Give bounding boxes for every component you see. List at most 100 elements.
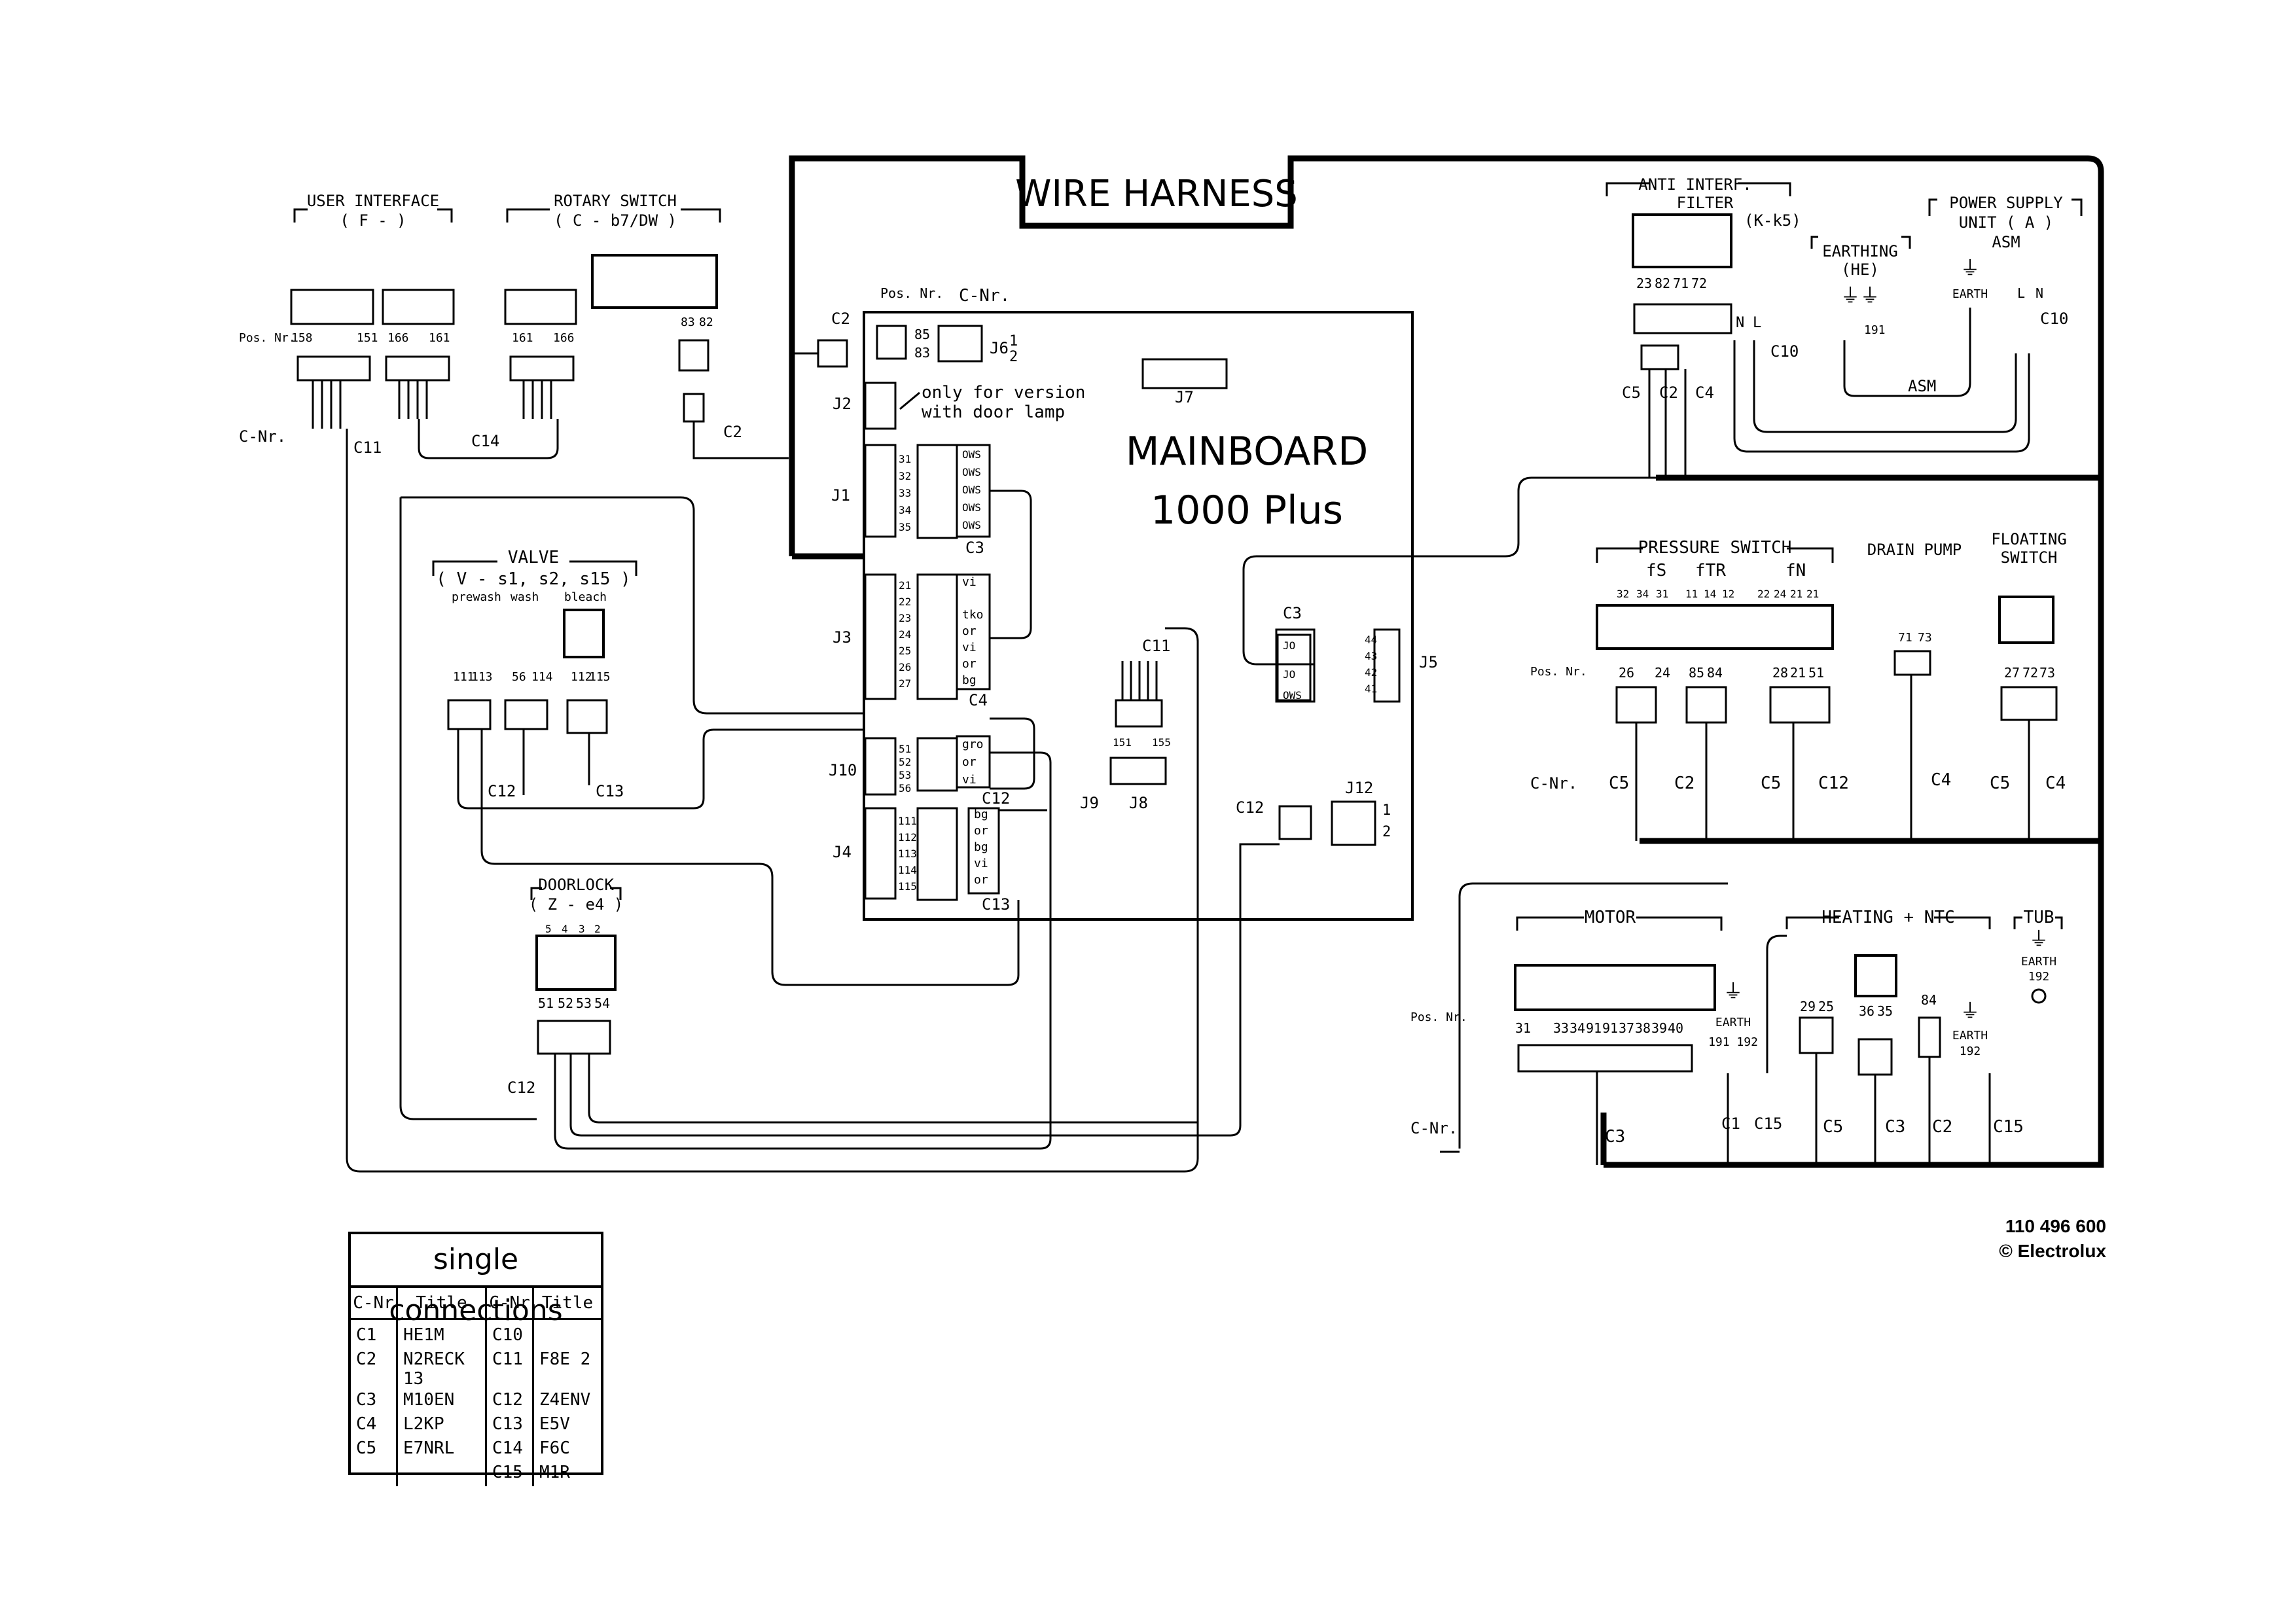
svg-text:SWITCH: SWITCH bbox=[2001, 548, 2058, 567]
mainboard-name: MAINBOARD bbox=[1126, 429, 1369, 474]
svg-text:42: 42 bbox=[1365, 666, 1377, 679]
svg-text:(K-k5): (K-k5) bbox=[1744, 211, 1801, 230]
svg-text:53: 53 bbox=[899, 769, 911, 781]
svg-text:vi: vi bbox=[962, 575, 977, 589]
svg-text:27: 27 bbox=[2004, 665, 2020, 681]
svg-text:4: 4 bbox=[562, 923, 568, 935]
pos-nr-label-board: Pos. Nr. bbox=[880, 285, 943, 301]
svg-text:or: or bbox=[962, 657, 977, 671]
c2-connector-board bbox=[817, 339, 848, 368]
c-nr-label-left: C-Nr. bbox=[239, 427, 286, 446]
svg-text:USER INTERFACE: USER INTERFACE bbox=[307, 192, 439, 210]
svg-text:72: 72 bbox=[1691, 276, 1707, 291]
svg-text:33: 33 bbox=[1553, 1020, 1569, 1036]
svg-text:C12: C12 bbox=[488, 782, 516, 800]
svg-text:HEATING + NTC: HEATING + NTC bbox=[1821, 908, 1955, 927]
svg-text:34: 34 bbox=[899, 504, 911, 516]
svg-text:C4: C4 bbox=[1931, 770, 1951, 790]
svg-text:32: 32 bbox=[1617, 588, 1629, 600]
svg-text:DRAIN PUMP: DRAIN PUMP bbox=[1867, 541, 1962, 559]
svg-text:C3: C3 bbox=[965, 539, 984, 557]
svg-text:151: 151 bbox=[357, 331, 378, 345]
svg-text:J6: J6 bbox=[990, 339, 1009, 357]
brand-label: © Electrolux bbox=[1999, 1241, 2106, 1261]
svg-text:EARTH: EARTH bbox=[1952, 1029, 1988, 1043]
table-row: C5 E7NRL C14 F6C bbox=[351, 1438, 601, 1462]
svg-text:2: 2 bbox=[1009, 349, 1018, 365]
svg-text:J8: J8 bbox=[1129, 794, 1148, 812]
svg-text:C10: C10 bbox=[2040, 310, 2068, 328]
svg-text:ROTARY SWITCH: ROTARY SWITCH bbox=[554, 192, 677, 210]
connector-j7: J7 bbox=[1141, 358, 1228, 406]
svg-text:44: 44 bbox=[1365, 633, 1377, 646]
svg-text:22: 22 bbox=[1757, 588, 1770, 600]
svg-text:OWS: OWS bbox=[962, 501, 981, 514]
svg-text:43: 43 bbox=[1365, 650, 1377, 662]
svg-text:J3: J3 bbox=[833, 628, 852, 647]
svg-text:115: 115 bbox=[589, 670, 611, 684]
svg-text:C1: C1 bbox=[1721, 1115, 1740, 1133]
svg-text:C13: C13 bbox=[982, 895, 1010, 914]
svg-text:(HE): (HE) bbox=[1841, 260, 1879, 279]
svg-text:23: 23 bbox=[899, 612, 911, 624]
svg-text:C11: C11 bbox=[1142, 637, 1170, 655]
legend-title: single connections bbox=[351, 1234, 601, 1327]
svg-text:158: 158 bbox=[291, 331, 313, 345]
svg-text:fN: fN bbox=[1785, 561, 1806, 580]
svg-text:or: or bbox=[962, 624, 977, 638]
svg-text:85: 85 bbox=[1689, 665, 1704, 681]
legend-header-title: Title bbox=[533, 1288, 601, 1320]
svg-text:192: 192 bbox=[1960, 1044, 1981, 1058]
svg-text:bg: bg bbox=[974, 840, 988, 854]
svg-text:82: 82 bbox=[1655, 276, 1670, 291]
connector-j10: J10 51 52 53 56 gro or vi C12 bbox=[829, 735, 1010, 808]
svg-text:with door lamp: with door lamp bbox=[922, 402, 1065, 422]
svg-text:1: 1 bbox=[1009, 333, 1018, 349]
svg-text:OWS: OWS bbox=[962, 519, 981, 531]
svg-text:26: 26 bbox=[1619, 665, 1634, 681]
c-nr-label-bottom: C-Nr. bbox=[1410, 1119, 1458, 1137]
svg-text:71: 71 bbox=[1898, 631, 1912, 645]
svg-text:24: 24 bbox=[1774, 588, 1786, 600]
svg-text:C12: C12 bbox=[1818, 774, 1849, 793]
svg-text:31: 31 bbox=[1515, 1020, 1531, 1036]
svg-text:C4: C4 bbox=[1695, 383, 1714, 402]
svg-text:91: 91 bbox=[1586, 1020, 1602, 1036]
earth-ground-icon: ⏚⏚ bbox=[1840, 285, 1880, 308]
tub: TUB ⏚ EARTH 192 bbox=[2013, 908, 2063, 1004]
svg-text:151: 151 bbox=[1113, 736, 1132, 749]
svg-text:C12: C12 bbox=[507, 1079, 535, 1097]
svg-text:161: 161 bbox=[429, 331, 450, 345]
svg-text:71: 71 bbox=[1673, 276, 1689, 291]
document-number: 110 496 600 bbox=[2005, 1216, 2106, 1236]
svg-text:( F - ): ( F - ) bbox=[340, 211, 406, 230]
svg-text:84: 84 bbox=[1921, 992, 1937, 1008]
svg-text:21: 21 bbox=[1806, 588, 1819, 600]
svg-text:( Z - e4 ): ( Z - e4 ) bbox=[529, 895, 624, 914]
svg-text:gro: gro bbox=[962, 738, 984, 751]
connector-j6: 85 83 J6 1 2 bbox=[876, 325, 1018, 365]
svg-text:37: 37 bbox=[1619, 1020, 1634, 1036]
svg-text:85: 85 bbox=[914, 327, 930, 342]
svg-text:TUB: TUB bbox=[2024, 908, 2054, 927]
c11-label-ui: C11 bbox=[353, 438, 382, 457]
svg-text:only for version: only for version bbox=[922, 383, 1085, 402]
pos-nr-label-right: Pos. Nr. bbox=[1530, 665, 1587, 679]
svg-text:28: 28 bbox=[1772, 665, 1788, 681]
svg-text:11: 11 bbox=[1685, 588, 1698, 600]
svg-text:J9: J9 bbox=[1080, 794, 1099, 812]
svg-text:N: N bbox=[2036, 285, 2043, 301]
connector-j12: C12 J12 1 2 bbox=[1236, 779, 1391, 846]
c14-label: C14 bbox=[471, 432, 499, 450]
svg-text:52: 52 bbox=[899, 756, 911, 768]
svg-text:73: 73 bbox=[1918, 631, 1932, 645]
svg-text:33: 33 bbox=[899, 487, 911, 499]
svg-text:21: 21 bbox=[1790, 588, 1803, 600]
valve: VALVE ( V - s1, s2, s15 ) prewash wash b… bbox=[432, 548, 637, 800]
svg-text:113: 113 bbox=[471, 670, 493, 684]
doorlock: DOORLOCK ( Z - e4 ) 5 4 3 2 51 52 53 54 … bbox=[507, 876, 623, 1097]
svg-text:111: 111 bbox=[898, 815, 917, 827]
svg-text:OWS: OWS bbox=[962, 466, 981, 478]
svg-text:34: 34 bbox=[1636, 588, 1649, 600]
